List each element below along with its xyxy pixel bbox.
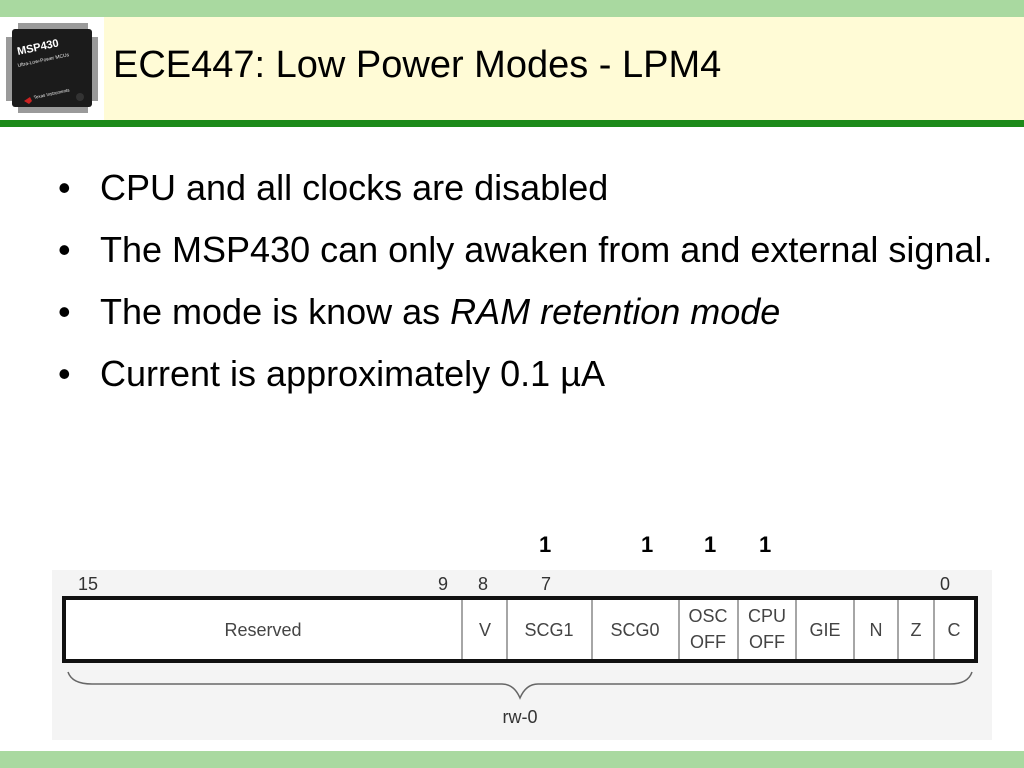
access-label: rw-0 — [503, 707, 538, 727]
bullet-emphasis: RAM retention mode — [450, 291, 781, 332]
bit-number-8: 8 — [478, 574, 488, 594]
bit-value-oscoff: 1 — [704, 532, 717, 557]
msp430-chip-logo: MSP430 Ultra-Low-Power MCUs Texas Instru… — [0, 17, 104, 120]
field-n: N — [870, 620, 883, 640]
bullet-list: • CPU and all clocks are disabled • The … — [58, 161, 998, 409]
status-register-diagram: 15 9 8 7 0 Reserved V SCG1 SCG0 OSC OFF … — [52, 570, 992, 740]
bit-number-0: 0 — [940, 574, 950, 594]
register-brace — [67, 671, 973, 700]
page-title: ECE447: Low Power Modes - LPM4 — [113, 44, 722, 86]
field-oscoff-line2: OFF — [690, 632, 726, 652]
bottom-green-band — [0, 751, 1024, 768]
field-v: V — [479, 620, 491, 640]
bullet-text: Current is approximately 0.1 µA — [100, 353, 605, 394]
bit-value-scg0: 1 — [641, 532, 654, 557]
field-oscoff-line1: OSC — [688, 606, 727, 626]
bullet-text: CPU and all clocks are disabled — [100, 167, 609, 208]
bullet-item: • CPU and all clocks are disabled — [58, 161, 998, 214]
field-z: Z — [911, 620, 922, 640]
bullet-item: • The MSP430 can only awaken from and ex… — [58, 223, 998, 276]
ti-logo-icon — [24, 97, 32, 104]
field-cpuoff-line1: CPU — [748, 606, 786, 626]
title-bar — [0, 17, 1024, 120]
bullet-text: The mode is know as — [100, 291, 451, 332]
bit-value-scg1: 1 — [539, 532, 552, 557]
bullet-dot: • — [58, 167, 71, 208]
field-scg0: SCG0 — [610, 620, 659, 640]
bit-number-15: 15 — [78, 574, 98, 594]
top-green-band — [0, 0, 1024, 17]
field-cpuoff-line2: OFF — [749, 632, 785, 652]
bullet-item: • The mode is know as RAM retention mode — [58, 285, 998, 338]
bit-number-9: 9 — [438, 574, 448, 594]
bit-number-7: 7 — [541, 574, 551, 594]
field-scg1: SCG1 — [524, 620, 573, 640]
field-gie: GIE — [809, 620, 840, 640]
title-rule — [0, 120, 1024, 127]
field-c: C — [948, 620, 961, 640]
bullet-item: • Current is approximately 0.1 µA — [58, 347, 998, 400]
bullet-dot: • — [58, 291, 71, 332]
bullet-dot: • — [58, 229, 71, 270]
register-box — [62, 596, 978, 663]
bullet-dot: • — [58, 353, 71, 394]
bit-value-cpuoff: 1 — [759, 532, 772, 557]
field-reserved: Reserved — [224, 620, 301, 640]
bullet-text: The MSP430 can only awaken from and exte… — [100, 229, 993, 270]
